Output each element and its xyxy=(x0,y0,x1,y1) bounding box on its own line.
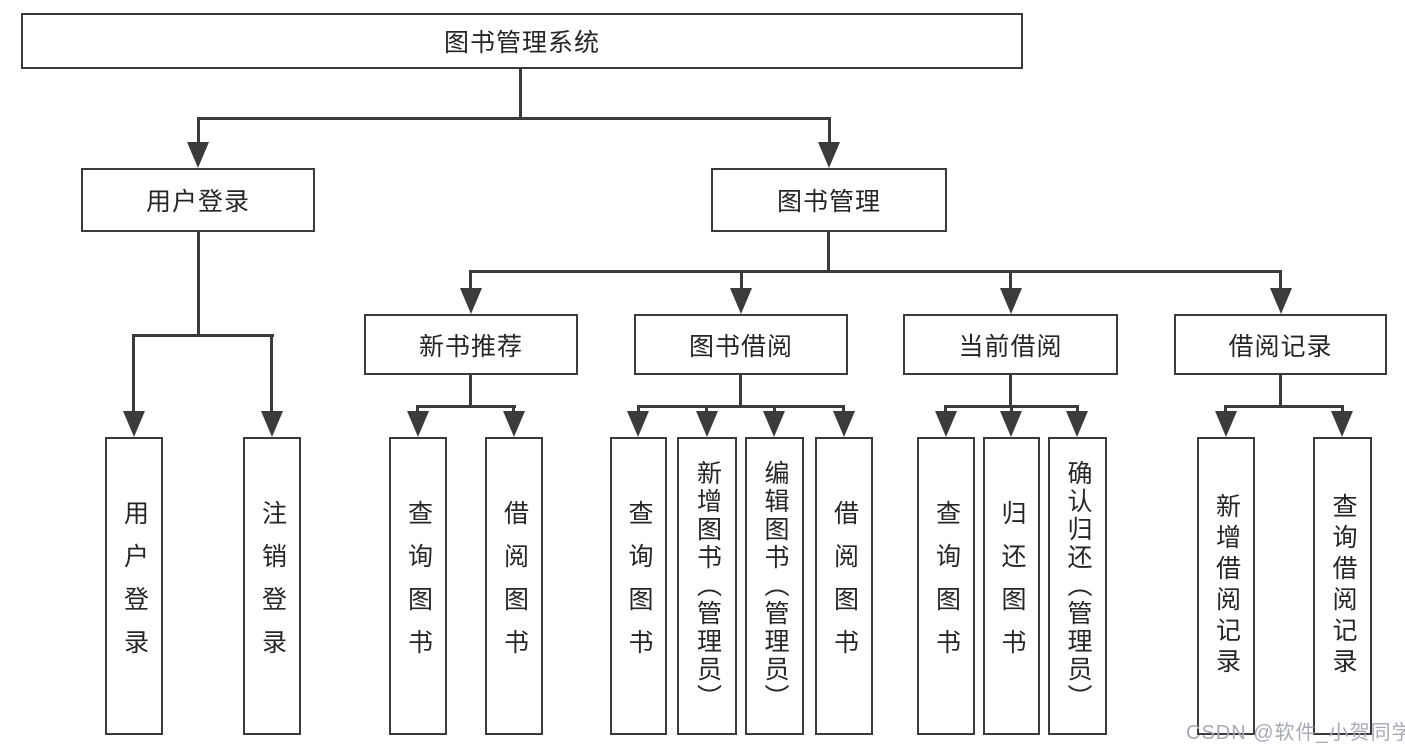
node-book-borrow: 图书借阅 xyxy=(634,314,848,375)
arrowhead-down-icon xyxy=(261,411,283,437)
arrowhead-down-icon xyxy=(1066,411,1088,437)
connector-drop-book-mgmt xyxy=(828,117,831,150)
arrowhead-down-icon xyxy=(187,142,209,168)
arrowhead-down-icon xyxy=(730,288,752,314)
leaf-borrow-books-label: 借阅图书 xyxy=(830,500,859,672)
leaf-add-book-admin-label: 新增图书（管理员） xyxy=(693,460,722,712)
leaf-confirm-return-admin: 确认归还（管理员） xyxy=(1048,437,1107,735)
leaf-query-borrow-record-label: 查询借阅记录 xyxy=(1329,493,1357,679)
leaf-borrow-books-new-label: 借阅图书 xyxy=(500,500,529,672)
arrowhead-down-icon xyxy=(1000,288,1022,314)
leaf-query-borrow-record: 查询借阅记录 xyxy=(1313,437,1372,735)
node-current-borrow-label: 当前借阅 xyxy=(958,332,1063,361)
node-user-login-branch: 用户登录 xyxy=(81,168,315,232)
arrowhead-down-icon xyxy=(696,411,718,437)
connector-root-stem xyxy=(519,69,522,119)
connector-book-borrow-stem xyxy=(739,375,742,407)
node-book-management-label: 图书管理 xyxy=(776,188,881,216)
arrowhead-down-icon xyxy=(833,411,855,437)
connector-borrow-records-stem xyxy=(1279,375,1282,407)
leaf-borrow-books: 借阅图书 xyxy=(815,437,873,735)
watermark: CSDN @软件_小贺同学 xyxy=(1186,722,1405,744)
connector-book-borrow-bus xyxy=(637,405,845,408)
connector-drop xyxy=(1076,405,1079,413)
connector-drop-current-borrow xyxy=(1009,270,1012,290)
arrowhead-down-icon xyxy=(1270,288,1292,314)
connector-drop xyxy=(773,405,776,413)
connector-drop xyxy=(842,405,845,413)
leaf-borrow-books-new: 借阅图书 xyxy=(485,437,543,735)
leaf-query-books-borrow-label: 查询图书 xyxy=(625,500,653,672)
arrowhead-down-icon xyxy=(1331,411,1353,437)
arrowhead-down-icon xyxy=(627,411,649,437)
connector-drop-new-book xyxy=(469,270,472,290)
leaf-return-book-label: 归还图书 xyxy=(998,500,1026,672)
leaf-add-book-admin: 新增图书（管理员） xyxy=(677,437,737,735)
node-book-management: 图书管理 xyxy=(711,168,947,232)
connector-user-login-bus xyxy=(132,334,274,337)
node-library-system-label: 图书管理系统 xyxy=(443,29,600,57)
node-borrow-records: 借阅记录 xyxy=(1174,314,1387,375)
connector-drop xyxy=(705,405,708,413)
node-new-book-recommend-label: 新书推荐 xyxy=(418,332,523,361)
connector-root-bus xyxy=(197,117,831,120)
leaf-return-book: 归还图书 xyxy=(983,437,1040,735)
arrowhead-down-icon xyxy=(935,411,957,437)
connector-drop xyxy=(416,405,419,413)
arrowhead-down-icon xyxy=(1000,411,1022,437)
connector-new-book-stem xyxy=(469,375,472,407)
connector-drop-leaf-user-login xyxy=(132,334,135,414)
node-current-borrow: 当前借阅 xyxy=(903,314,1118,375)
node-library-system: 图书管理系统 xyxy=(21,13,1023,69)
leaf-logout-label: 注销登录 xyxy=(258,500,287,672)
connector-drop xyxy=(1010,405,1013,413)
leaf-query-books-new-label: 查询图书 xyxy=(404,500,433,672)
node-borrow-records-label: 借阅记录 xyxy=(1228,332,1333,361)
arrowhead-down-icon xyxy=(407,411,429,437)
connector-new-book-bus xyxy=(416,405,516,408)
leaf-query-books-current-label: 查询图书 xyxy=(932,500,961,672)
connector-book-mgmt-bus xyxy=(469,270,1281,273)
node-user-login-branch-label: 用户登录 xyxy=(145,188,250,216)
connector-drop-book-borrow xyxy=(740,270,743,290)
leaf-add-borrow-record-label: 新增借阅记录 xyxy=(1212,493,1241,679)
leaf-add-borrow-record: 新增借阅记录 xyxy=(1197,437,1255,735)
leaf-query-books-current: 查询图书 xyxy=(917,437,975,735)
connector-book-mgmt-stem xyxy=(827,232,830,273)
connector-drop xyxy=(1341,405,1344,413)
connector-drop-user-login xyxy=(197,117,200,150)
connector-user-login-stem xyxy=(197,232,200,336)
connector-borrow-records-bus xyxy=(1224,405,1344,408)
arrowhead-down-icon xyxy=(763,411,785,437)
leaf-edit-book-admin-label: 编辑图书（管理员） xyxy=(761,460,789,712)
leaf-edit-book-admin: 编辑图书（管理员） xyxy=(745,437,804,735)
arrowhead-down-icon xyxy=(503,411,525,437)
connector-drop-leaf-logout xyxy=(270,334,273,414)
connector-drop-borrow-records xyxy=(1279,270,1282,290)
arrowhead-down-icon xyxy=(460,288,482,314)
leaf-query-books-borrow: 查询图书 xyxy=(610,437,667,735)
leaf-logout: 注销登录 xyxy=(243,437,301,735)
connector-drop xyxy=(637,405,640,413)
arrowhead-down-icon xyxy=(1215,411,1237,437)
connector-drop xyxy=(1224,405,1227,413)
leaf-user-login: 用户登录 xyxy=(105,437,163,735)
arrowhead-down-icon xyxy=(818,142,840,168)
connector-drop xyxy=(512,405,515,413)
leaf-query-books-new: 查询图书 xyxy=(389,437,447,735)
node-new-book-recommend: 新书推荐 xyxy=(364,314,578,375)
node-book-borrow-label: 图书借阅 xyxy=(688,332,793,361)
connector-drop xyxy=(944,405,947,413)
arrowhead-down-icon xyxy=(123,411,145,437)
leaf-confirm-return-admin-label: 确认归还（管理员） xyxy=(1064,460,1092,712)
leaf-user-login-label: 用户登录 xyxy=(120,500,149,672)
connector-current-borrow-stem xyxy=(1009,375,1012,407)
